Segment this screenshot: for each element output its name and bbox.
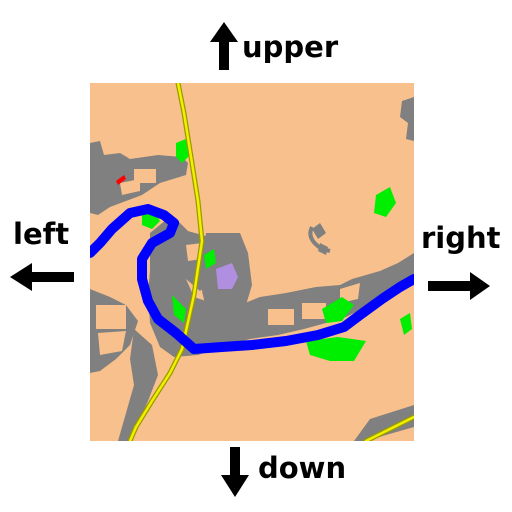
map-view[interactable]	[90, 83, 414, 441]
arrow-right-icon[interactable]	[426, 269, 492, 303]
location-marker[interactable]	[116, 175, 126, 185]
direction-label-upper[interactable]: upper	[242, 30, 339, 64]
building-blocks	[96, 169, 360, 355]
landmark-area	[216, 263, 238, 289]
direction-label-right[interactable]: right	[421, 221, 501, 255]
road-network	[127, 83, 414, 441]
track	[308, 226, 331, 253]
direction-label-down[interactable]: down	[258, 451, 347, 485]
arrow-down-icon[interactable]	[219, 445, 251, 499]
green-area	[142, 139, 412, 361]
direction-label-left[interactable]: left	[13, 217, 70, 251]
arrow-left-icon[interactable]	[8, 260, 76, 294]
river	[90, 204, 414, 354]
arrow-up-icon[interactable]	[208, 20, 240, 72]
